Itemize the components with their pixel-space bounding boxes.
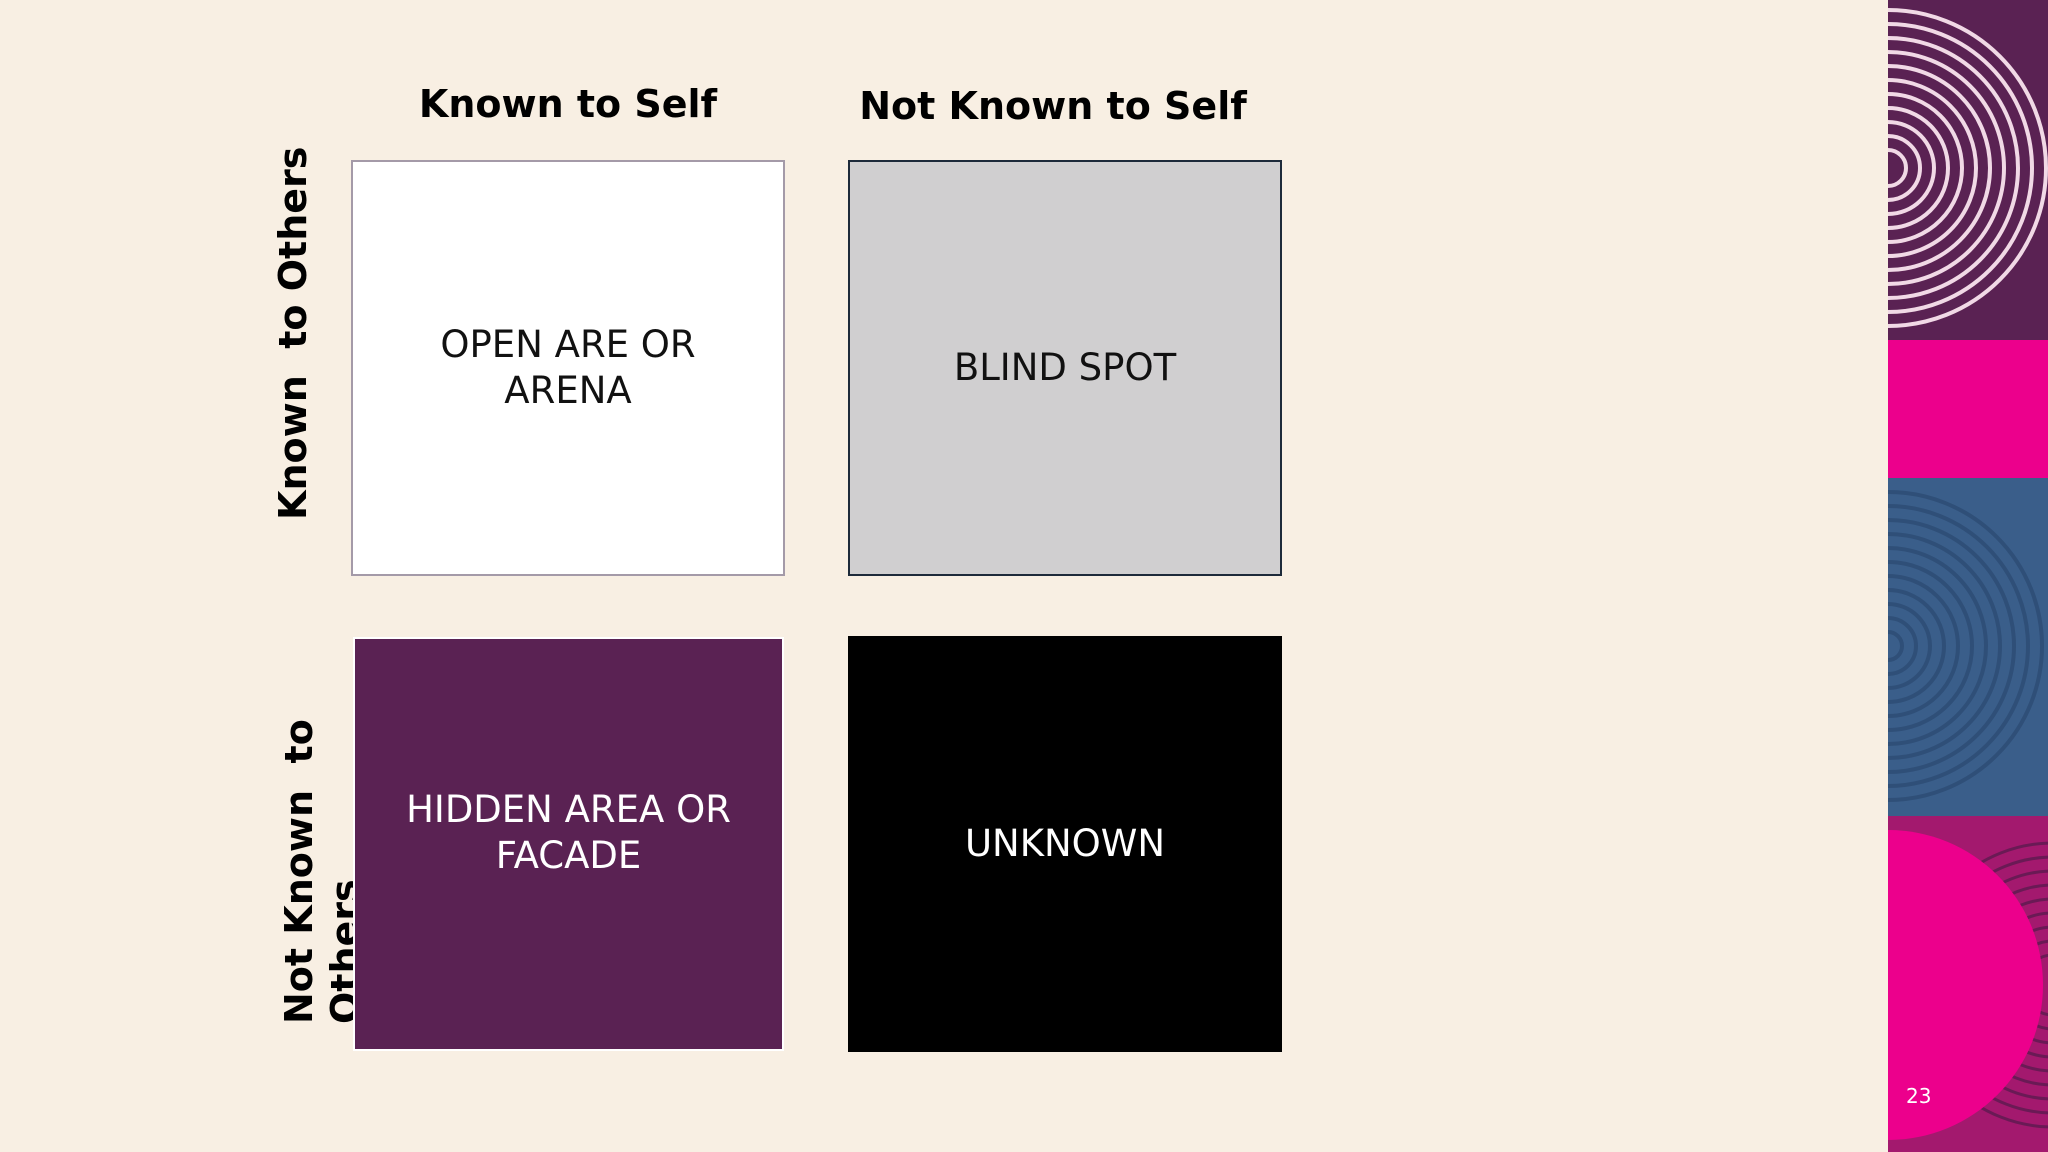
row-header-not-known-line1: Not Known to — [277, 719, 321, 1024]
deco-block-magenta — [1888, 340, 2048, 478]
column-header-known-to-self: Known to Self — [418, 82, 718, 126]
quadrant-blind-spot: BLIND SPOT — [848, 160, 1282, 576]
row-header-known-to-others-text: Known to Others — [271, 146, 315, 520]
quadrant-unknown-label: UNKNOWN — [964, 822, 1166, 865]
quadrant-blind-label: BLIND SPOT — [953, 346, 1177, 389]
column-header-not-known-to-self: Not Known to Self — [859, 84, 1247, 128]
quadrant-open-arena: OPEN ARE OR ARENA — [351, 160, 785, 576]
quadrant-open-label: OPEN ARE OR ARENA — [440, 323, 696, 412]
quadrant-hidden-area: HIDDEN AREA OR FACADE — [353, 637, 784, 1051]
quadrant-hidden-label-line1: HIDDEN AREA OR — [406, 788, 731, 831]
page-number: 23 — [1906, 1084, 1932, 1108]
quadrant-hidden-label-line2: FACADE — [495, 834, 642, 877]
quadrant-unknown: UNKNOWN — [848, 636, 1282, 1052]
deco-magenta-circle — [1888, 830, 2043, 1140]
row-header-known-to-others: Known to Others — [270, 147, 316, 520]
decorative-side-strip — [1888, 0, 2048, 1152]
quadrant-hidden-label: HIDDEN AREA OR FACADE — [406, 787, 731, 879]
